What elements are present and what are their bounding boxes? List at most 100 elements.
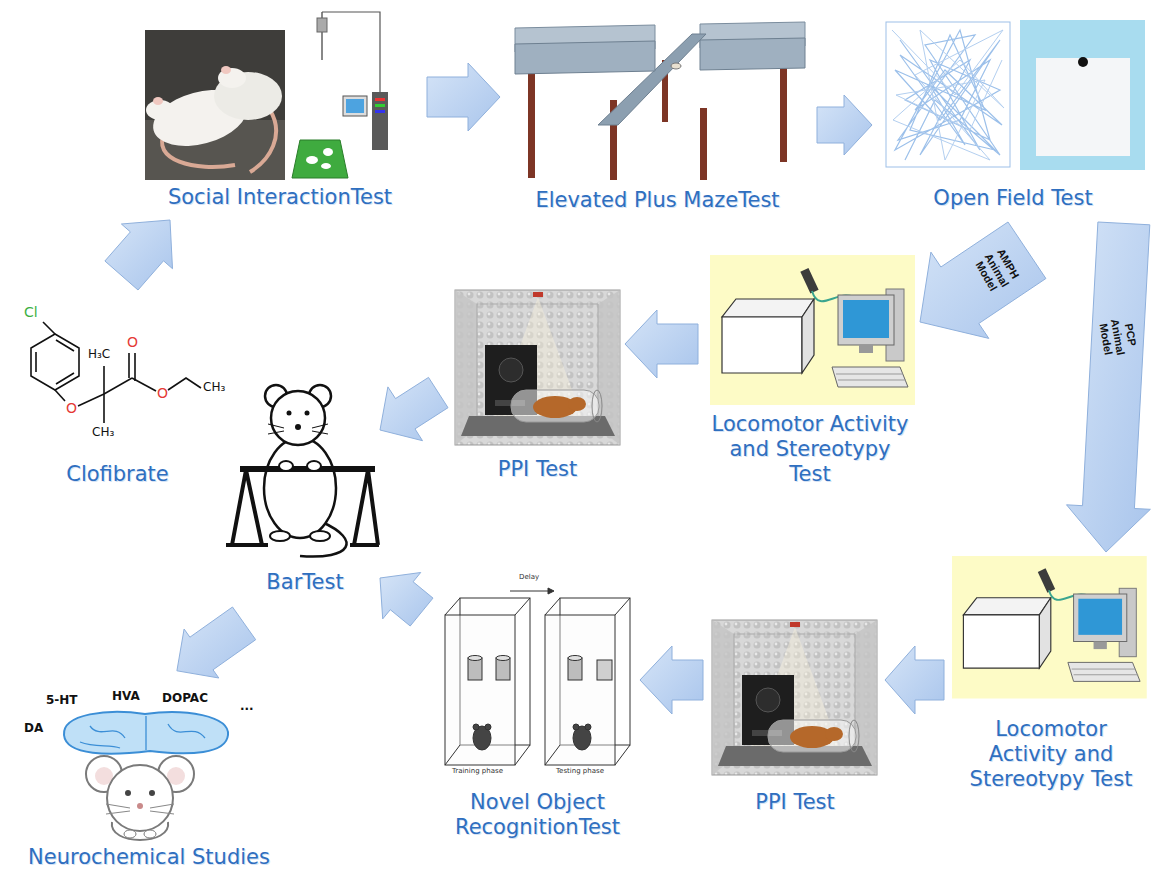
figure-label: DA (24, 722, 43, 734)
animal-marker (321, 163, 331, 169)
box-edges (545, 598, 630, 765)
bar-stand (350, 470, 379, 545)
flow-arrow (177, 607, 256, 678)
object-cylinder (496, 658, 510, 680)
caption-text: PPI Test (705, 790, 885, 815)
ethyl-bonds (168, 378, 201, 390)
caption-text: Open Field Test (872, 186, 1154, 211)
mouse-eye (287, 411, 292, 416)
figure-label: CH₃ (92, 426, 114, 438)
mouse-nose (295, 424, 301, 430)
mouse-paw (279, 461, 293, 471)
flow-arrow (380, 573, 433, 627)
bond (43, 322, 55, 334)
caption-text: Social InteractionTest (135, 185, 425, 210)
figure-label: Training phase (452, 768, 503, 775)
rat-ear (221, 66, 231, 74)
device-tower (372, 92, 388, 150)
flow-arrow (625, 310, 698, 378)
box-front (445, 615, 515, 765)
movement-track (892, 30, 1004, 160)
object-cylinder (568, 658, 582, 680)
figure-label: CH₃ (203, 381, 225, 393)
maze-leg (528, 68, 535, 178)
figure-label: Cl (24, 305, 38, 319)
locomotor-setup (952, 556, 1147, 699)
mouse-hand (144, 830, 156, 838)
test-node: Elevated Plus MazeTest (500, 10, 815, 220)
flow-arrow (1067, 222, 1151, 552)
delay-arrowhead (548, 588, 554, 594)
bond (132, 378, 156, 391)
flow-arrow (105, 220, 173, 290)
figure-label: Testing phase (556, 768, 604, 775)
closed-arm-wall (515, 41, 655, 74)
edge-layer (105, 63, 1151, 714)
figure-label: O (157, 386, 168, 400)
caption-text: PPI Test (450, 457, 625, 482)
caption-text: Neurochemical Studies (4, 845, 294, 870)
arrow-label: AMPH Animal Model (968, 240, 1025, 301)
monitor-screen (346, 99, 364, 113)
open-field-illustration (886, 20, 1145, 170)
figure-label: O (127, 335, 138, 349)
mouse-eye (305, 411, 310, 416)
device-led (375, 104, 385, 107)
mouse-whiskers (106, 804, 174, 814)
mouse-body (264, 438, 336, 538)
bar-test-illustration (226, 385, 379, 557)
test-node: Social InteractionTest (135, 10, 425, 220)
box-front (545, 615, 615, 765)
cable (322, 12, 380, 92)
test-node: Locomotor Activity and Stereotypy Test (946, 552, 1156, 837)
figure-label: Delay (519, 574, 539, 581)
mouse-eye (149, 790, 155, 796)
maze-leg (780, 62, 787, 162)
flow-arrow (817, 95, 872, 155)
rat-ear (153, 97, 163, 105)
ppi-chamber (712, 620, 877, 775)
test-node: Clofibrate (10, 292, 225, 492)
arrow-label: PCP Animal Model (1095, 310, 1141, 364)
bond (103, 394, 105, 423)
flow-arrow (427, 63, 500, 131)
caption-text: Elevated Plus MazeTest (500, 188, 815, 213)
mouse-ear (485, 724, 491, 730)
mouse-ear (573, 724, 579, 730)
monitor (343, 96, 367, 116)
mouse (671, 63, 681, 69)
figure-label: ... (240, 700, 254, 712)
neurochemical-illustration (64, 712, 228, 840)
animal (1078, 57, 1088, 67)
object-cylinder-top (496, 656, 510, 661)
closed-arm-wall (700, 38, 805, 70)
caption-text: Locomotor Activity and Stereotypy Test (946, 717, 1156, 792)
flow-arrow (640, 646, 703, 714)
locomotor-setup (710, 255, 915, 405)
mouse-ear (473, 724, 479, 730)
test-node: Novel Object RecognitionTest (435, 565, 640, 855)
arena-photo (1020, 20, 1145, 170)
mouse-foot (310, 531, 330, 541)
brain (64, 712, 228, 754)
flow-arrow (380, 377, 448, 440)
test-node: Open Field Test (872, 10, 1154, 220)
mouse-head (107, 765, 173, 831)
brain-folds (80, 716, 205, 750)
photo-ground (145, 30, 285, 180)
device-led (375, 98, 385, 101)
figure-label: H₃C (88, 348, 110, 360)
mouse-eye (125, 790, 131, 796)
bond (78, 394, 104, 406)
mouse-hand (124, 830, 136, 838)
bond (55, 390, 65, 401)
flow-arrow (885, 646, 944, 714)
figure-label: DOPAC (162, 692, 208, 704)
animal-marker (323, 148, 333, 156)
figure-label: HVA (112, 690, 140, 702)
animal-marker (306, 156, 318, 164)
